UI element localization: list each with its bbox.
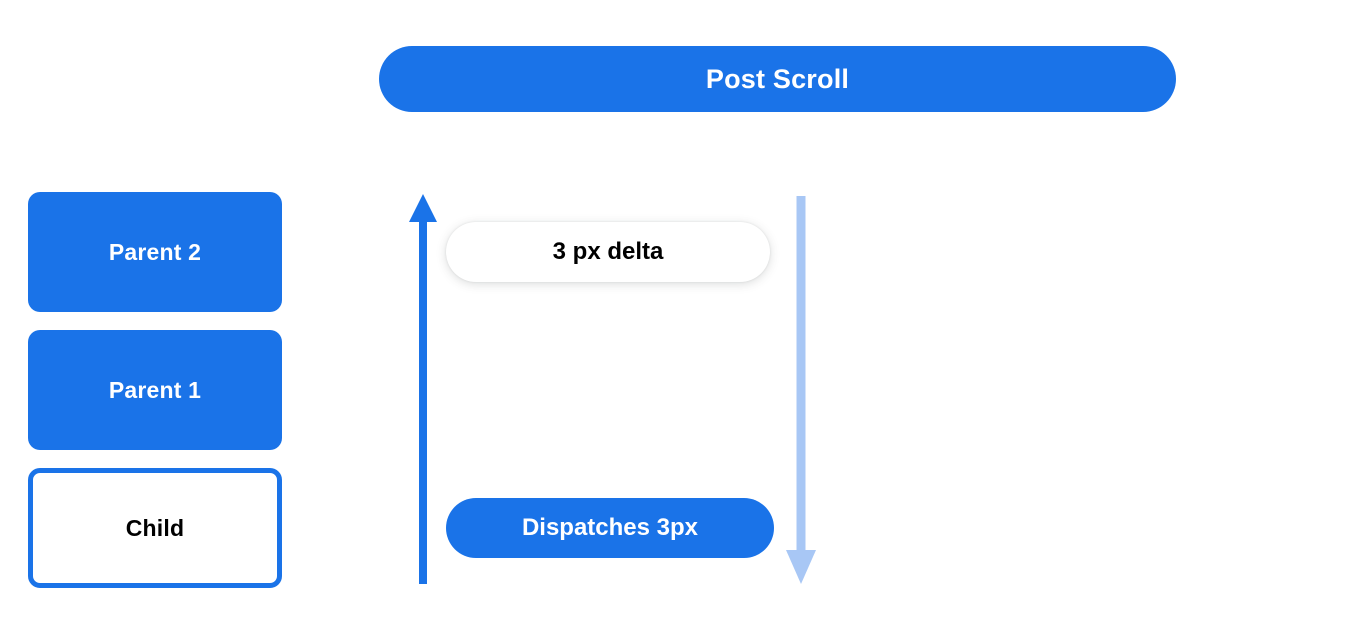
stack-box-parent-2: Parent 2 <box>28 192 282 312</box>
post-scroll-title-pill: Post Scroll <box>379 46 1176 112</box>
scroll-down-arrow-icon <box>786 196 816 584</box>
dispatch-callout-pill: Dispatches 3px <box>446 498 774 558</box>
scroll-up-arrow-icon <box>409 194 437 584</box>
stack-box-child: Child <box>28 468 282 588</box>
stack-box-parent-2-label: Parent 2 <box>108 238 202 265</box>
delta-callout-pill: 3 px delta <box>446 222 770 282</box>
stack-box-parent-1-label: Parent 1 <box>108 376 202 403</box>
delta-callout-label: 3 px delta <box>552 238 664 265</box>
stack-box-parent-1: Parent 1 <box>28 330 282 450</box>
dispatch-callout-label: Dispatches 3px <box>521 514 699 541</box>
stack-box-child-label: Child <box>125 514 185 541</box>
post-scroll-title-label: Post Scroll <box>705 63 850 94</box>
